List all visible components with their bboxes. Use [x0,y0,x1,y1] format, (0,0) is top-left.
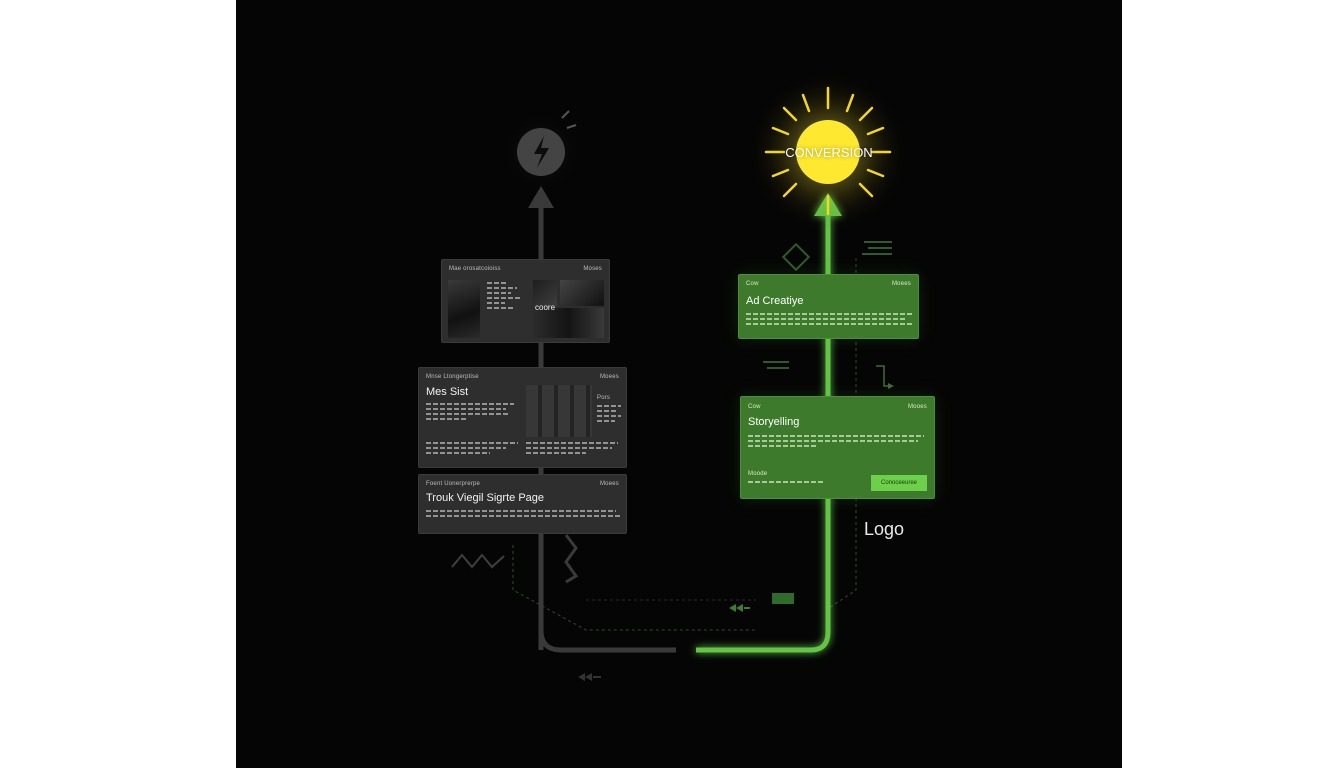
card-text-lines [426,510,622,520]
card-tag-right: Mooes [907,404,927,410]
card-text-lines [748,481,828,486]
diamond-icon [781,242,811,272]
card-sub-label: Moode [748,471,768,477]
card-tag: Mae orosatcoioiss [449,266,501,272]
dashed-guides [512,258,857,631]
card-text-lines [426,403,516,423]
sun-icon [796,120,860,184]
card-tag-right: Moees [599,374,619,380]
small-green-marks [763,241,892,369]
card-tag-right: Moses [583,266,602,272]
card-tag: Cow [746,281,759,287]
card-storytelling: Cow Mooes Storyelling Moode Conoceeuree [740,396,935,499]
card-text-lines [487,282,523,312]
sun-rays [764,86,892,216]
card-media-grid: Mae orosatcoioiss Moses coore [441,259,610,343]
card-title: Storyelling [748,416,800,428]
green-path [696,212,831,653]
cta-button[interactable]: Conoceeuree [871,475,927,491]
card-tag-right: Moees [891,281,911,287]
gray-path [538,629,676,653]
zigzag-vertical-icon [564,534,579,584]
card-text-lines [526,442,620,457]
card-title: Mes Sist [426,386,469,398]
chart-thumbnail [526,385,592,437]
card-text-lines [426,442,520,457]
card-text-lines [597,405,623,425]
card-ad-creative: Cow Moees Ad Creatiye [738,274,919,339]
gray-rewind-arrows-icon [578,673,601,681]
rewind-arrows-icon [729,604,750,612]
sun-label: CONVERSION [785,145,873,160]
diagram-canvas: Mae orosatcoioiss Moses coore Mnse Ltong… [236,0,1122,768]
card-tag: Cow [748,404,761,410]
card-landing-page: Foent Uonerprerpe Moees Trouk Viegil Sig… [418,474,627,534]
logo-label: Logo [864,519,905,539]
zigzag-icon [451,553,505,569]
card-text-lines [746,313,914,328]
card-tag: Foent Uonerprerpe [426,481,481,487]
card-tag-right: Moees [599,481,619,487]
thumbnail-image [448,280,480,338]
card-mes-sist: Mnse Ltongerptise Moees Mes Sist Pors [418,367,627,468]
side-label: Pors [597,395,611,401]
diagram-graphics [451,72,908,681]
gray-arrow-head [528,186,554,208]
card-text-lines [748,435,928,450]
card-title: Ad Creatiye [746,295,804,307]
card-tag: Mnse Ltongerptise [426,374,479,380]
thumbnail-label: coore [535,303,556,312]
connector-icon [876,365,890,387]
thumbnail-image [533,280,557,306]
thumbnail-image [533,308,604,338]
card-title: Trouk Viegil Sigrte Page [426,492,545,504]
small-green-block [772,593,794,604]
thumbnail-image [560,280,604,306]
